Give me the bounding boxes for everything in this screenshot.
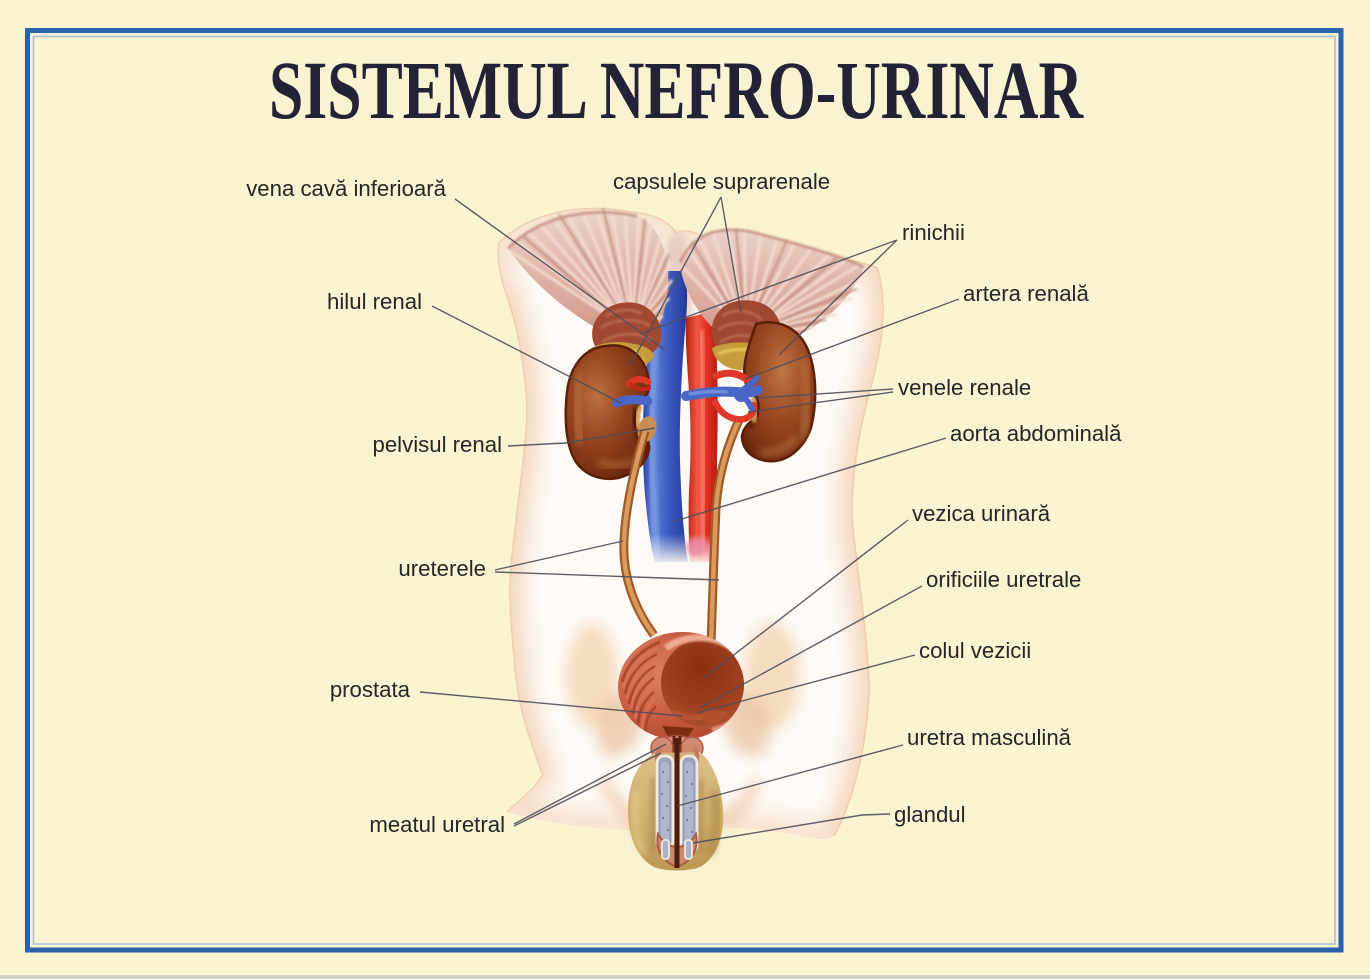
- svg-text:colul vezicii: colul vezicii: [919, 638, 1031, 663]
- svg-text:vena cavă inferioară: vena cavă inferioară: [246, 176, 446, 201]
- svg-text:meatul uretral: meatul uretral: [369, 812, 505, 837]
- svg-text:aorta abdominală: aorta abdominală: [950, 421, 1122, 446]
- svg-text:pelvisul renal: pelvisul renal: [373, 432, 503, 457]
- svg-text:ureterele: ureterele: [398, 556, 486, 581]
- svg-text:capsulele suprarenale: capsulele suprarenale: [613, 169, 830, 194]
- svg-text:orificiile uretrale: orificiile uretrale: [926, 567, 1081, 592]
- svg-text:uretra masculină: uretra masculină: [907, 725, 1072, 750]
- svg-text:artera renală: artera renală: [963, 281, 1089, 306]
- svg-text:prostata: prostata: [330, 677, 411, 702]
- svg-text:glandul: glandul: [894, 802, 966, 827]
- svg-text:vezica urinară: vezica urinară: [912, 501, 1051, 526]
- svg-text:SISTEMUL NEFRO-URINAR: SISTEMUL NEFRO-URINAR: [269, 44, 1084, 136]
- svg-text:hilul renal: hilul renal: [327, 289, 422, 314]
- svg-text:venele renale: venele renale: [898, 375, 1031, 400]
- svg-text:rinichii: rinichii: [902, 220, 965, 245]
